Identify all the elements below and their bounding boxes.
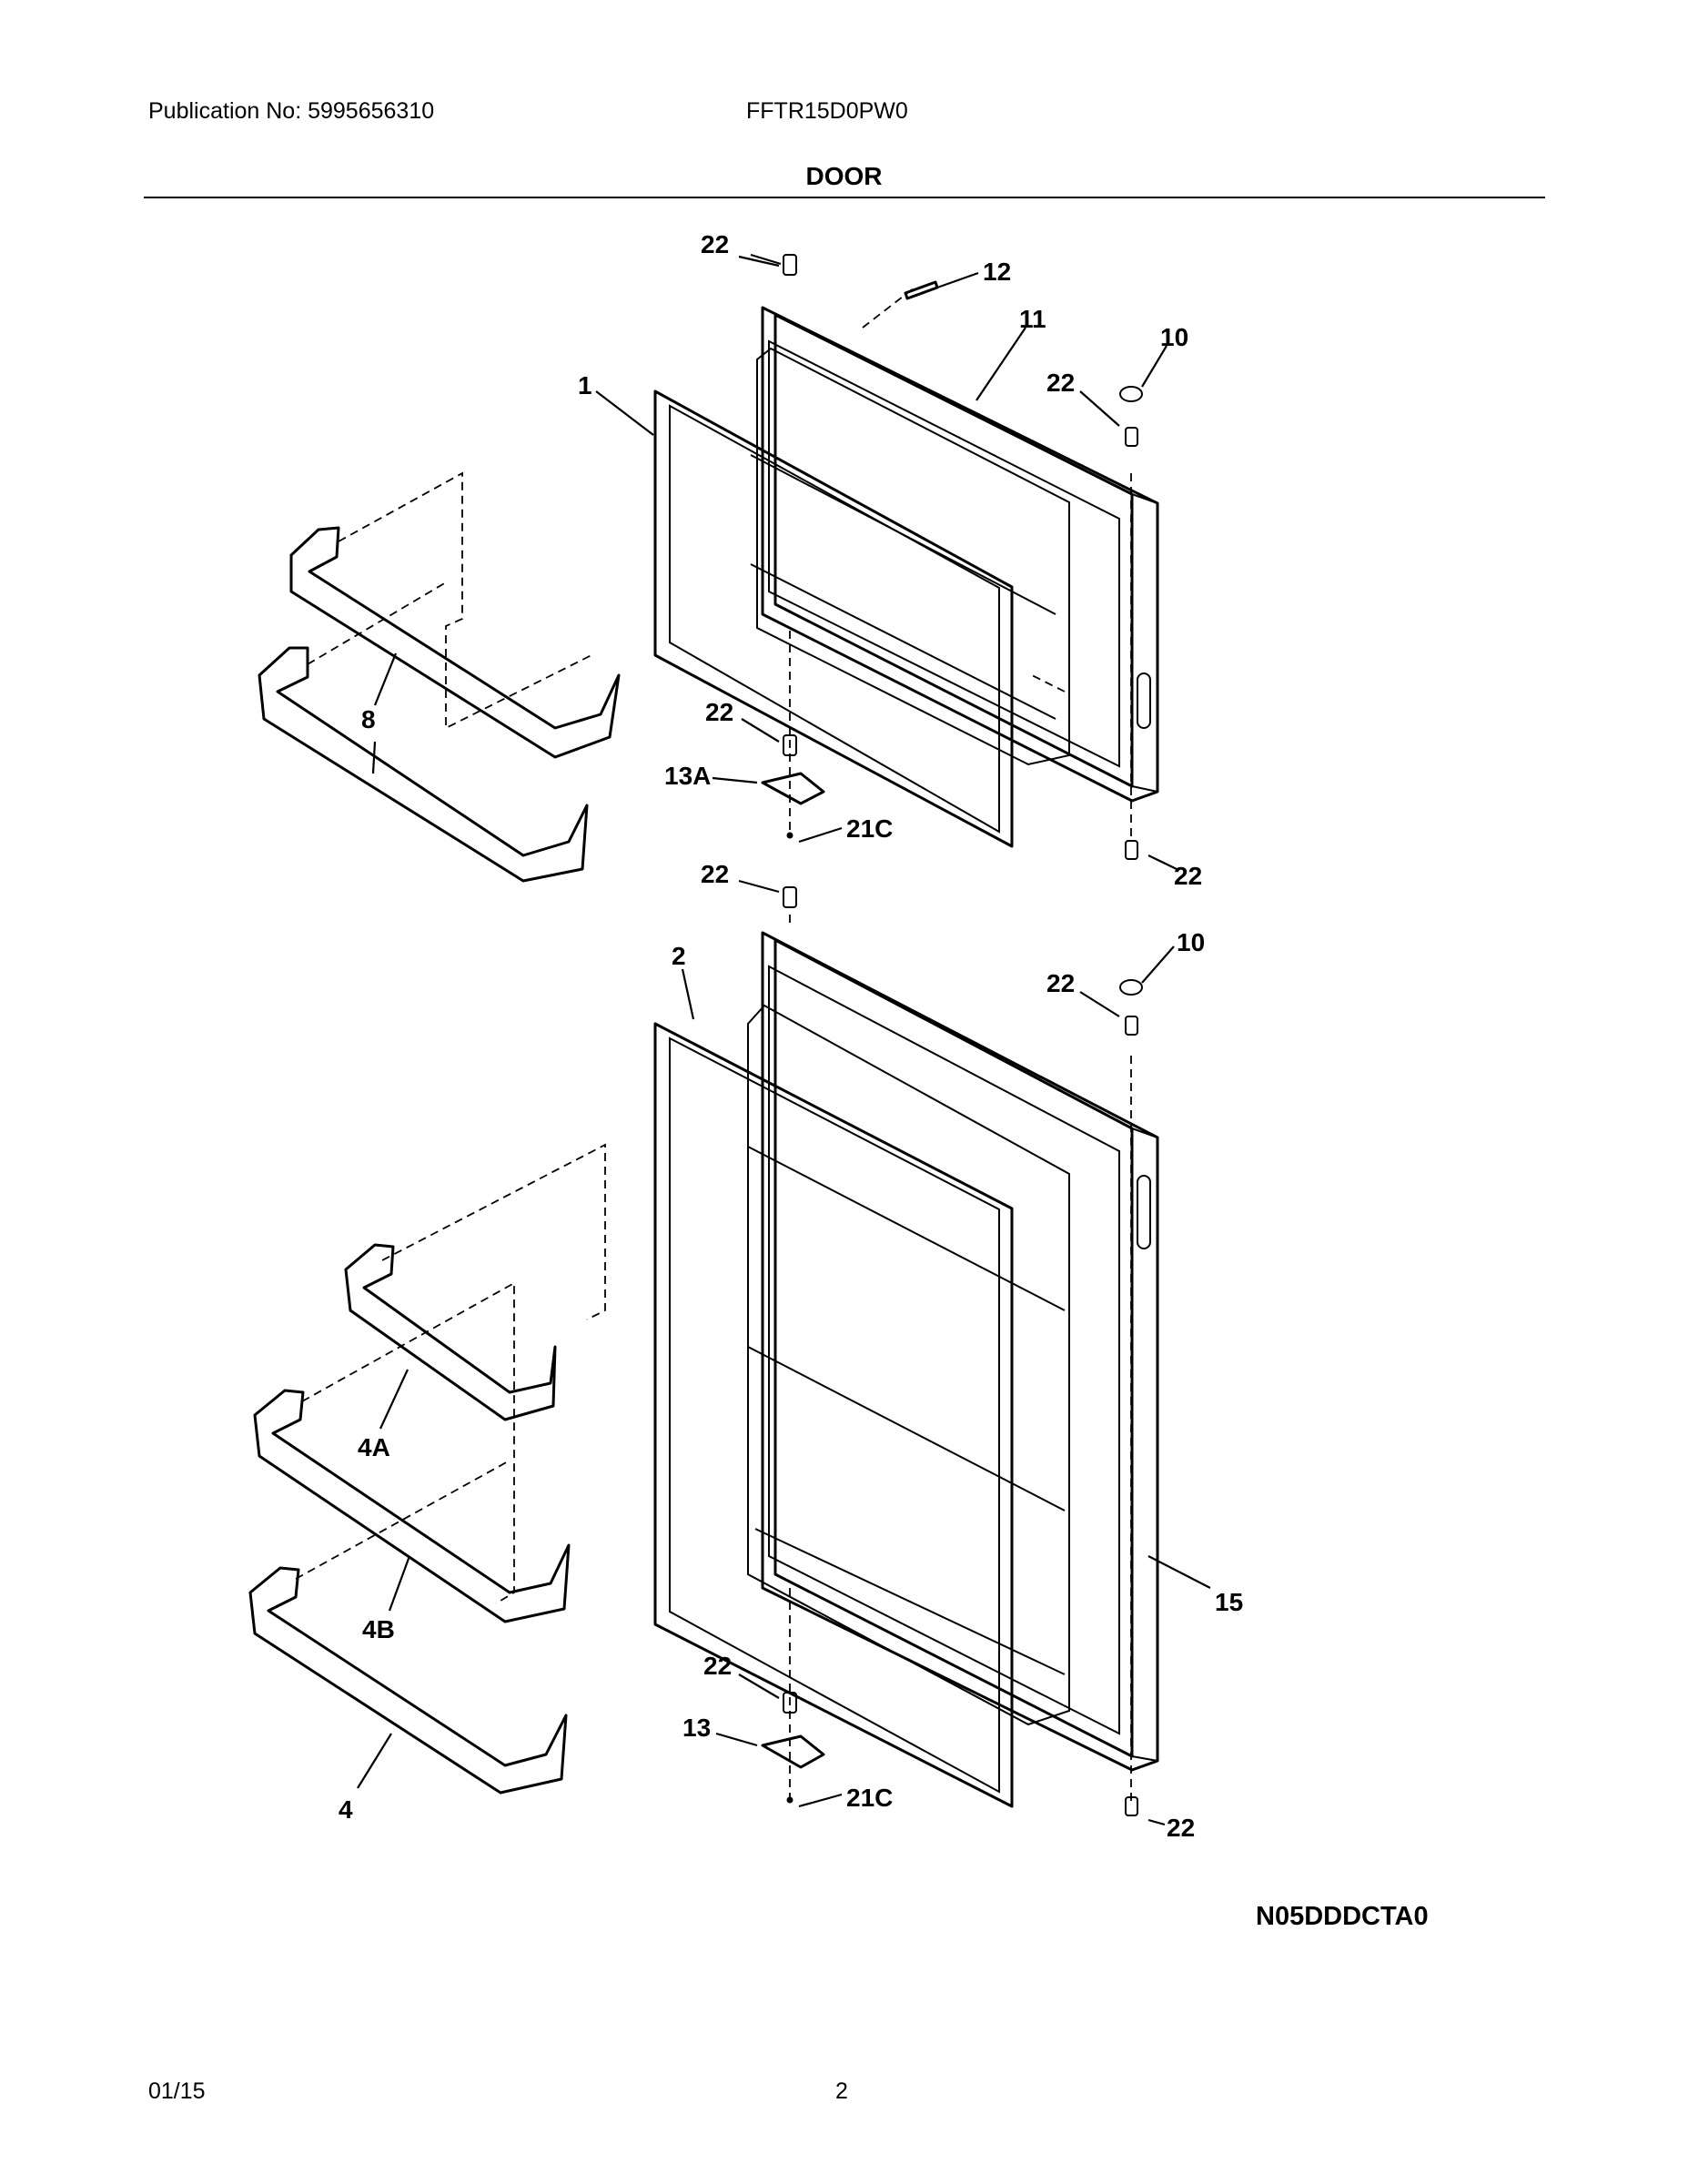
callout-leader-lines xyxy=(357,255,1211,1826)
fresh-food-door-liner xyxy=(747,965,1151,1735)
callout-10-top: 10 xyxy=(1160,323,1188,351)
callout-22-mid-left: 22 xyxy=(705,698,733,726)
callout-22-bottom-right: 22 xyxy=(1167,1814,1195,1842)
callout-22-fresh-hinge: 22 xyxy=(1046,969,1075,997)
callout-11: 11 xyxy=(1019,305,1046,333)
callout-4a: 4A xyxy=(358,1433,390,1461)
freezer-hinge-parts xyxy=(750,253,1143,860)
page-title: DOOR xyxy=(805,162,883,190)
callout-13a: 13A xyxy=(664,762,711,790)
callout-4b: 4B xyxy=(362,1615,395,1643)
fresh-food-door-shelf-4a xyxy=(344,1243,557,1421)
fresh-food-leader-dashes xyxy=(295,915,1132,1806)
fresh-food-door-outer-panel xyxy=(761,931,1159,1772)
fresh-food-door-shelf-4 xyxy=(248,1566,568,1795)
callout-22-mid-right: 22 xyxy=(1174,862,1202,890)
footer-date: 01/15 xyxy=(148,2078,206,2104)
freezer-door-shelf-8a xyxy=(289,526,621,759)
callout-22-hinge-top: 22 xyxy=(1046,369,1075,397)
freezer-door-gasket xyxy=(653,389,1014,848)
model-number: FFTR15D0PW0 xyxy=(746,98,908,124)
callout-22-top: 22 xyxy=(701,230,729,258)
callout-2: 2 xyxy=(672,942,686,970)
callout-1: 1 xyxy=(578,371,592,399)
callout-13: 13 xyxy=(682,1714,711,1742)
freezer-door-shelf-8b xyxy=(258,646,589,883)
diagram-code: N05DDDCTA0 xyxy=(1256,1902,1429,1931)
page-number: 2 xyxy=(835,2078,848,2104)
callout-8: 8 xyxy=(361,705,376,733)
fresh-food-hinge-parts xyxy=(761,886,1143,1816)
callout-12: 12 xyxy=(983,258,1011,286)
freezer-door-outer-panel xyxy=(761,306,1159,803)
title-rule xyxy=(144,197,1545,198)
callout-21c-top: 21C xyxy=(846,814,893,843)
callout-4: 4 xyxy=(339,1795,353,1824)
callout-22-fresh-top: 22 xyxy=(701,860,729,888)
fresh-food-door-gasket xyxy=(653,1022,1014,1808)
callout-15: 15 xyxy=(1215,1588,1243,1616)
callout-22-low-left: 22 xyxy=(703,1652,732,1680)
callout-10-bottom: 10 xyxy=(1177,928,1205,956)
publication-number: Publication No: 5995656310 xyxy=(148,98,435,124)
callout-21c-bottom: 21C xyxy=(846,1784,893,1812)
fresh-food-door-shelf-4b xyxy=(253,1389,571,1623)
